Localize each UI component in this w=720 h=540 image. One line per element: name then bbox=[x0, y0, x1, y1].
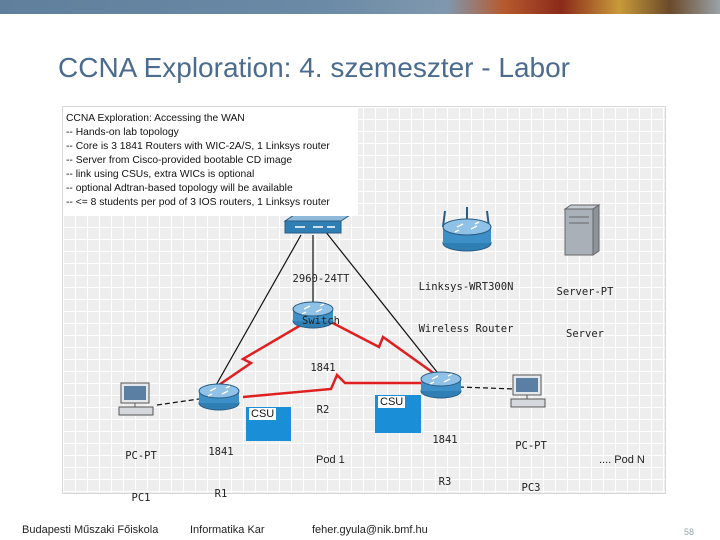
switch-type: Switch bbox=[302, 315, 340, 327]
server-icon bbox=[563, 204, 601, 256]
r3-name: R3 bbox=[438, 476, 452, 488]
link-r3-pc3 bbox=[458, 386, 516, 390]
network-topology-diagram: CCNA Exploration: Accessing the WAN -- H… bbox=[62, 106, 666, 504]
r1-name: R1 bbox=[214, 488, 228, 500]
topology-links bbox=[118, 204, 601, 416]
page-number: 58 bbox=[684, 527, 695, 537]
router-r2-icon bbox=[292, 301, 334, 329]
r2-model: 1841 bbox=[310, 362, 336, 374]
serial-link-r2-r1 bbox=[212, 323, 302, 391]
note-line: -- <= 8 students per pod of 3 IOS router… bbox=[66, 197, 330, 208]
footer-school: Budapesti Műszaki Főiskola bbox=[22, 524, 159, 536]
csu-left: CSU bbox=[246, 407, 291, 441]
note-line: -- Core is 3 1841 Routers with WIC-2A/S,… bbox=[66, 141, 330, 152]
note-line: -- link using CSUs, extra WICs is option… bbox=[66, 169, 255, 180]
pc3-model: PC-PT bbox=[515, 440, 547, 452]
router-r1-icon bbox=[198, 383, 240, 411]
server-label: Server-PT Server bbox=[547, 257, 623, 369]
link-switch-r3 bbox=[324, 230, 442, 378]
topology-notes: CCNA Exploration: Accessing the WAN -- H… bbox=[64, 108, 358, 216]
link-switch-r1 bbox=[214, 234, 302, 388]
csu-right: CSU bbox=[375, 395, 421, 433]
switch-model: 2960-24TT bbox=[292, 273, 350, 285]
note-line: -- optional Adtran-based topology will b… bbox=[66, 183, 293, 194]
footer-department: Informatika Kar bbox=[190, 524, 265, 536]
pod-label: Pod 1 bbox=[316, 454, 345, 466]
note-line: CCNA Exploration: Accessing the WAN bbox=[66, 113, 245, 124]
r1-model: 1841 bbox=[208, 446, 234, 458]
note-line: -- Server from Cisco-provided bootable C… bbox=[66, 155, 293, 166]
router-r3-icon bbox=[420, 371, 462, 399]
serial-link-r2-r3 bbox=[324, 317, 440, 379]
footer-email: feher.gyula@nik.bmf.hu bbox=[312, 524, 428, 536]
pc3-label: PC-PT PC3 bbox=[505, 411, 557, 523]
pc1-label: PC-PT PC1 bbox=[113, 421, 169, 533]
pod-n-label: .... Pod N bbox=[599, 454, 645, 466]
r2-label: 1841 R2 bbox=[299, 333, 347, 445]
link-pc1-r1 bbox=[156, 398, 200, 406]
wireless-router-icon bbox=[442, 207, 492, 252]
csu-right-label: CSU bbox=[378, 396, 406, 408]
pc1-model: PC-PT bbox=[125, 450, 157, 462]
r3-model: 1841 bbox=[432, 434, 458, 446]
slide-title: CCNA Exploration: 4. szemeszter - Labor bbox=[58, 52, 570, 83]
csu-left-label: CSU bbox=[249, 408, 277, 420]
wireless-router-label: Linksys-WRT300N Wireless Router bbox=[407, 252, 525, 364]
note-line: -- Hands-on lab topology bbox=[66, 127, 179, 138]
r1-label: 1841 R1 bbox=[199, 417, 243, 529]
pc1-icon bbox=[118, 382, 154, 416]
pc3-name: PC3 bbox=[521, 482, 541, 494]
serial-link-r1-r3 bbox=[242, 372, 439, 399]
pc3-icon bbox=[510, 374, 546, 408]
wireless-router-model: Linksys-WRT300N bbox=[418, 281, 514, 293]
pc1-name: PC1 bbox=[131, 492, 151, 504]
switch-label: 2960-24TT Switch bbox=[285, 244, 357, 356]
header-banner bbox=[0, 0, 720, 14]
server-model: Server-PT bbox=[556, 286, 614, 298]
wireless-router-type: Wireless Router bbox=[418, 323, 514, 335]
r3-label: 1841 R3 bbox=[423, 405, 467, 517]
server-name: Server bbox=[566, 328, 604, 340]
r2-name: R2 bbox=[316, 404, 330, 416]
switch-icon bbox=[283, 212, 355, 234]
